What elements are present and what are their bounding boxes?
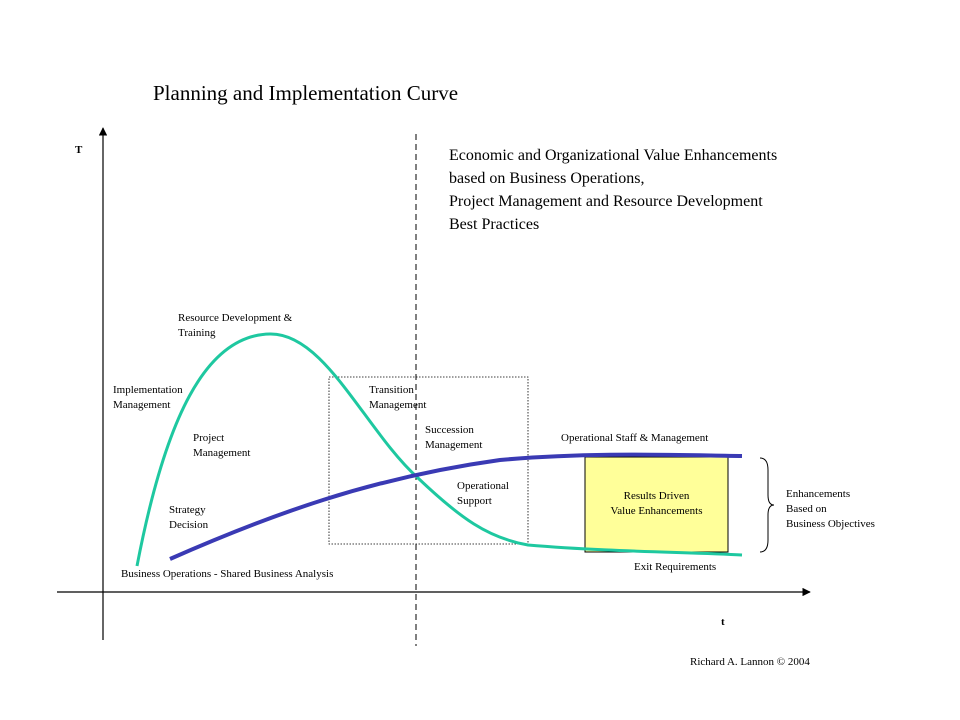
implementation-curve bbox=[135, 332, 743, 567]
label-line: Project bbox=[193, 432, 225, 444]
enhancements-label: Enhancements Based on Business Objective… bbox=[786, 487, 875, 532]
value-note-line: based on Business Operations, bbox=[449, 170, 645, 187]
label-line: Operational bbox=[457, 480, 509, 492]
implementation-management-label: Implementation Management bbox=[113, 383, 183, 413]
label-line: Management bbox=[193, 447, 251, 459]
label-line: Strategy bbox=[169, 504, 206, 516]
x-axis-label: t bbox=[721, 616, 725, 628]
label-line: Succession bbox=[425, 424, 474, 436]
operational-support-label: Operational Support bbox=[457, 479, 509, 509]
label-line: Management bbox=[369, 399, 427, 411]
resource-development-label: Resource Development & Training bbox=[178, 311, 292, 341]
transition-management-label: Transition Management bbox=[369, 383, 426, 413]
value-note-line: Best Practices bbox=[449, 216, 540, 233]
value-enhancements-note: Economic and Organizational Value Enhanc… bbox=[449, 144, 777, 236]
succession-management-label: Succession Management bbox=[425, 423, 482, 453]
label-line: Based on bbox=[786, 503, 827, 515]
label-line: Transition bbox=[369, 384, 414, 396]
transition-box bbox=[328, 376, 529, 545]
business-operations-label: Business Operations - Shared Business An… bbox=[121, 568, 334, 580]
operational-staff-label: Operational Staff & Management bbox=[561, 432, 709, 444]
label-line: Resource Development & bbox=[178, 312, 293, 324]
label-line: Results Driven bbox=[623, 490, 690, 502]
project-management-label: Project Management bbox=[193, 431, 250, 461]
label-line: Training bbox=[178, 327, 216, 339]
copyright-label: Richard A. Lannon © 2004 bbox=[690, 656, 810, 668]
label-line: Support bbox=[457, 495, 492, 507]
results-driven-label: Results Driven Value Enhancements bbox=[585, 489, 728, 519]
value-curve bbox=[169, 452, 743, 561]
label-line: Management bbox=[113, 399, 171, 411]
label-line: Value Enhancements bbox=[610, 505, 703, 517]
page-title: Planning and Implementation Curve bbox=[153, 81, 459, 105]
y-axis-label: T bbox=[75, 144, 83, 156]
label-line: Management bbox=[425, 439, 483, 451]
results-driven-box bbox=[584, 456, 729, 553]
label-line: Implementation bbox=[113, 384, 183, 396]
enhancements-bracket bbox=[759, 457, 775, 553]
label-line: Decision bbox=[169, 519, 209, 531]
value-note-line: Economic and Organizational Value Enhanc… bbox=[449, 147, 778, 164]
strategy-decision-label: Strategy Decision bbox=[169, 503, 208, 533]
label-line: Enhancements bbox=[786, 488, 851, 500]
exit-requirements-label: Exit Requirements bbox=[634, 561, 717, 573]
value-note-line: Project Management and Resource Developm… bbox=[449, 193, 763, 210]
label-line: Business Objectives bbox=[786, 518, 875, 530]
